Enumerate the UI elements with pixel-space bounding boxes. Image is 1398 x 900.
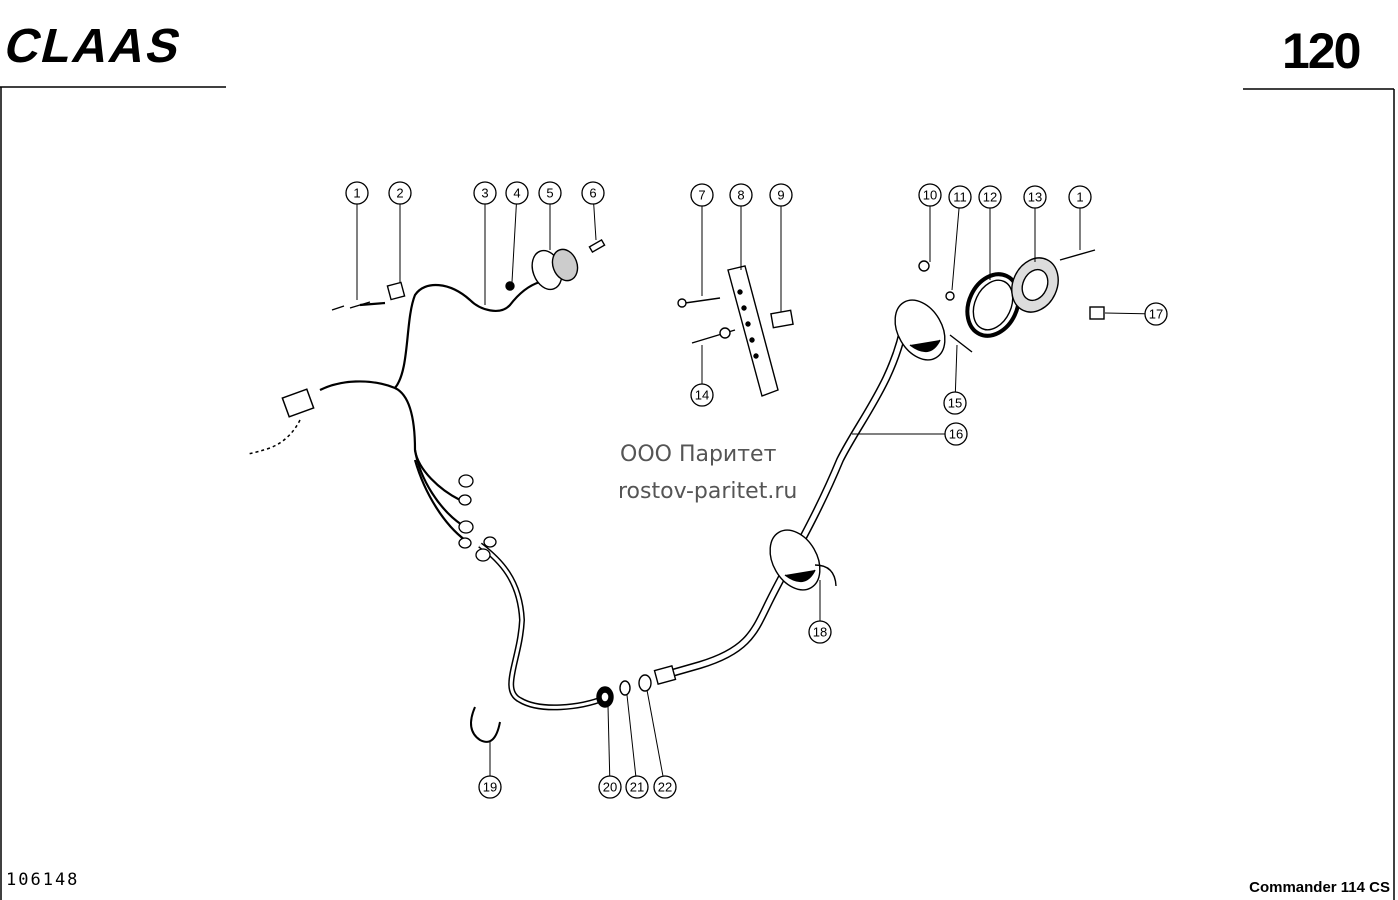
callout-14: 14 [690, 345, 714, 407]
mounting-strip-parts [677, 265, 794, 397]
callout-17: 17 [1104, 302, 1168, 326]
lamp-housings [769, 260, 973, 591]
callout-number: 2 [396, 186, 403, 201]
callout-13: 13 [1023, 185, 1047, 262]
wiring-harness [319, 280, 607, 711]
callout-10: 10 [918, 183, 942, 262]
callout-number: 9 [777, 188, 784, 203]
callout-16: 16 [852, 422, 968, 446]
callout-leader [511, 203, 517, 283]
callout-4: 4 [505, 181, 529, 283]
callout-15: 15 [943, 344, 967, 415]
callout-number: 16 [949, 427, 963, 442]
support-tube [663, 319, 909, 679]
callout-number: 4 [513, 186, 520, 201]
model-name: Commander 114 CS [1249, 879, 1390, 896]
callout-11: 11 [948, 185, 972, 291]
harness-connector [247, 388, 315, 455]
callout-number: 20 [603, 780, 617, 795]
claas-logo: CLAAS [0, 20, 188, 73]
callout-number: 21 [630, 780, 644, 795]
callout-9: 9 [769, 183, 793, 312]
callout-number: 8 [737, 188, 744, 203]
callout-leader [1104, 312, 1146, 315]
callout-3: 3 [473, 181, 497, 305]
callout-21: 21 [625, 694, 649, 799]
callout-18: 18 [808, 580, 832, 644]
callout-number: 11 [953, 190, 967, 205]
small-parts-top-left [331, 238, 606, 311]
callout-2: 2 [388, 181, 412, 283]
callout-number: 22 [658, 780, 672, 795]
callout-number: 6 [589, 186, 596, 201]
watermark-company: ООО Паритет [620, 442, 777, 467]
callout-leader [954, 344, 958, 393]
callout-19: 19 [478, 742, 502, 799]
callout-number: 1 [1076, 190, 1083, 205]
page-number: 120 [1282, 23, 1361, 79]
callout-leader [593, 203, 597, 241]
seal-ring-and-cover [965, 249, 1105, 338]
callout-6: 6 [581, 181, 605, 241]
callout-number: 10 [923, 188, 937, 203]
watermark-url: rostov-paritet.ru [618, 479, 798, 504]
callout-number: 17 [1149, 307, 1163, 322]
callout-leader [626, 694, 637, 777]
callout-number: 19 [483, 780, 497, 795]
callout-1: 1 [345, 181, 369, 300]
wire-ends [458, 474, 497, 562]
callout-leader [646, 689, 664, 777]
callout-12: 12 [978, 185, 1002, 280]
callout-number: 5 [546, 186, 553, 201]
page-frame [0, 86, 1395, 900]
svg-text:CLAAS: CLAAS [0, 20, 188, 73]
callout-number: 3 [481, 186, 488, 201]
callout-1: 1 [1068, 185, 1092, 250]
callout-8: 8 [729, 183, 753, 270]
drawing-number: 106148 [6, 870, 80, 890]
callout-number: 1 [353, 186, 360, 201]
callout-20: 20 [598, 705, 622, 799]
callout-number: 14 [695, 388, 709, 403]
callout-7: 7 [690, 183, 714, 296]
callout-number: 7 [698, 188, 705, 203]
bottom-hardware [470, 665, 677, 743]
callout-number: 15 [948, 396, 962, 411]
callout-number: 13 [1028, 190, 1042, 205]
callout-22: 22 [646, 689, 677, 799]
callout-leader [607, 705, 611, 777]
callout-number: 18 [813, 625, 827, 640]
callout-5: 5 [538, 181, 562, 250]
callout-number: 12 [983, 190, 997, 205]
callout-leader [951, 207, 960, 291]
